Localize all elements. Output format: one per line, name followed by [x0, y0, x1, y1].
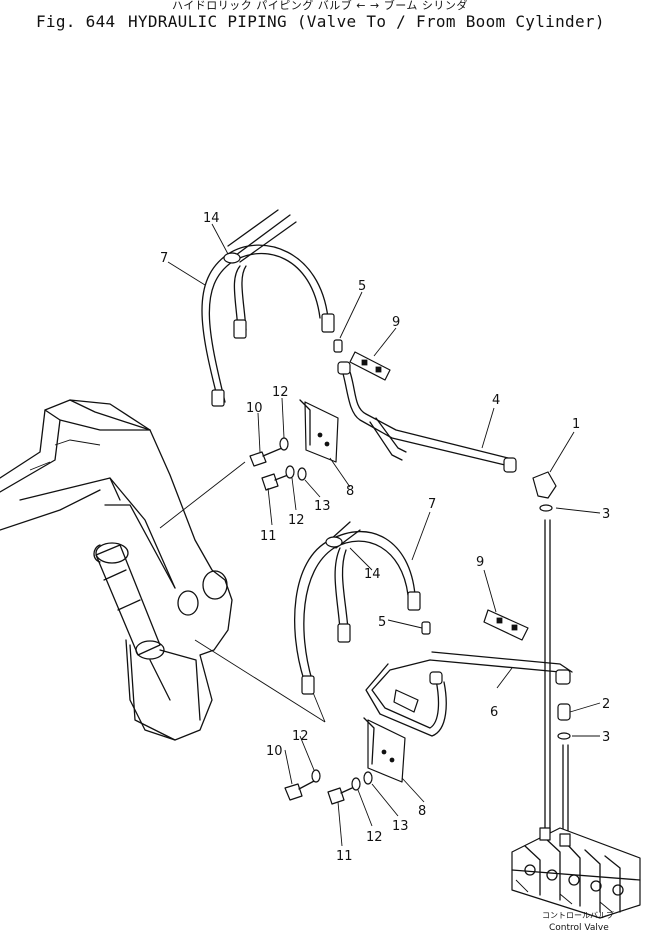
- callout-12: 12: [288, 513, 305, 528]
- callout-11: 11: [336, 849, 353, 864]
- leader-line: [194, 639, 326, 723]
- lower-hose-assembly: [284, 521, 573, 805]
- callout-12: 12: [272, 385, 289, 400]
- callout-8: 8: [346, 484, 354, 499]
- callout-5: 5: [378, 615, 386, 630]
- callout-13: 13: [392, 819, 409, 834]
- callout-6: 6: [490, 705, 498, 720]
- control-valve-en-label: Control Valve: [549, 923, 609, 933]
- callout-4: 4: [492, 393, 500, 408]
- callout-10: 10: [266, 744, 283, 759]
- leader-line: [159, 461, 246, 529]
- header: ハイドロリック パイピング バルブ ← → ブーム シリンダ Fig. 644 …: [0, 0, 645, 40]
- callout-11: 11: [260, 529, 277, 544]
- callout-2: 2: [602, 697, 610, 712]
- page-title: HYDRAULIC PIPING (Valve To / From Boom C…: [128, 12, 605, 31]
- control-valve-jp-label: コントロールバルブ: [542, 910, 614, 920]
- callout-leaders: [167, 223, 601, 847]
- callout-12: 12: [292, 729, 309, 744]
- callout-10: 10: [246, 401, 263, 416]
- figure-label: Fig. 644: [36, 12, 116, 31]
- leader-line: [311, 689, 326, 723]
- callout-3: 3: [602, 730, 610, 745]
- boom-arm: [0, 399, 233, 741]
- callout-7: 7: [428, 497, 436, 512]
- japanese-title: ハイドロリック パイピング バルブ ← → ブーム シリンダ: [172, 0, 468, 12]
- callout-13: 13: [314, 499, 331, 514]
- callout-7: 7: [160, 251, 168, 266]
- upper-hose-assembly: [201, 209, 557, 499]
- callout-12: 12: [366, 830, 383, 845]
- callout-14: 14: [203, 211, 220, 226]
- callout-8: 8: [418, 804, 426, 819]
- callout-3: 3: [602, 507, 610, 522]
- callout-1: 1: [572, 417, 580, 432]
- callout-5: 5: [358, 279, 366, 294]
- control-valve-drawing: [511, 827, 641, 919]
- callout-9: 9: [392, 315, 400, 330]
- callout-14: 14: [364, 567, 381, 582]
- callout-9: 9: [476, 555, 484, 570]
